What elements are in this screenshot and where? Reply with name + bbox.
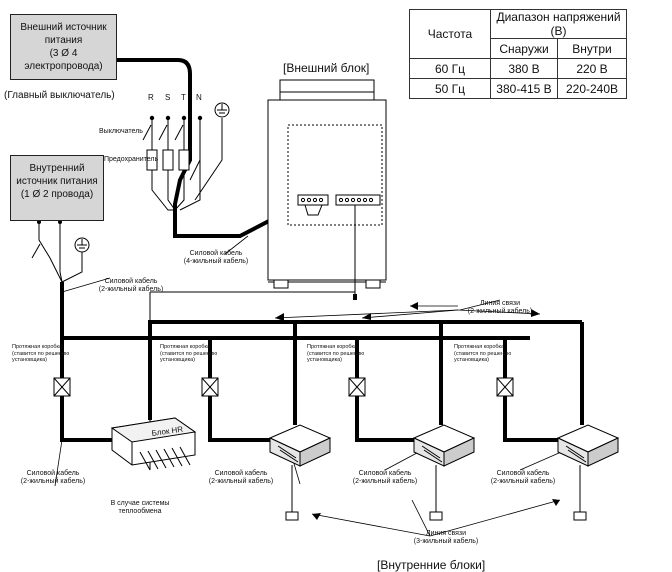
pc2-4-line2: (2-жильный кабель) (490, 478, 556, 485)
jb3-line1: Протяжная коробка (307, 344, 358, 350)
pc2-2-line2: (2-жильный кабель) (208, 478, 274, 485)
table-row: 50 Гц 380-415 В 220-240В (409, 78, 627, 99)
outdoor-terminal-dots (149, 115, 203, 121)
row-60hz-out: 380 В (490, 58, 558, 79)
outdoor-power-line3: (3 Ø 4 электропровода) (24, 48, 103, 72)
jb1-line1: Протяжная коробка (12, 344, 63, 350)
pc2-1-line2: (2-жильный кабель) (20, 478, 86, 485)
jb3-line2: (ставится по решению (307, 350, 365, 357)
indoor-power-line2: источник питания (16, 176, 98, 187)
indoor-unit-3 (556, 424, 620, 521)
heat-exchange-note: В случае системы теплообмена (100, 500, 180, 516)
terminal-t: T (181, 93, 186, 102)
jb1-line3: установщика) (12, 357, 47, 363)
jb3-line3: установщика) (307, 357, 342, 363)
indoor-power-line1: Внутренний (29, 163, 85, 174)
row-60hz-in: 220 В (557, 58, 627, 79)
outdoor-fuses (146, 149, 190, 171)
jb4-line2: (ставится по решению (454, 350, 512, 357)
junction-boxes (53, 377, 514, 397)
indoor-unit-1 (268, 424, 332, 521)
fuse-label: Предохранитель (104, 156, 159, 163)
power-cable-4-line1: Силовой кабель (189, 250, 243, 257)
junction-box-label-2: Протяжная коробка (ставится по решению у… (160, 344, 217, 364)
junction-box-label-4: Протяжная коробка (ставится по решению у… (454, 344, 511, 364)
power-cable-2-label-1: Силовой кабель (2-жильный кабель) (12, 470, 94, 486)
switch-label: Выключатель (99, 128, 143, 135)
jb2-line2: (ставится по решению (160, 350, 218, 357)
outdoor-power-feed (116, 58, 314, 238)
indoor-unit-2 (412, 424, 476, 521)
power-cable-2-main-label: Силовой кабель (2-жильный кабель) (90, 278, 172, 294)
comm-line-top-line2: (2-жильный кабель) (467, 308, 533, 315)
indoor-power-feed (31, 222, 83, 283)
power-cable-4-line2: (4-жильный кабель) (183, 258, 249, 265)
heat-exchange-line2: теплообмена (118, 508, 162, 515)
heat-exchange-line1: В случае системы (110, 500, 170, 507)
comm-line-bottom-line1: Линия связи (425, 530, 467, 537)
indoor-power-line3: (1 Ø 2 провода) (20, 189, 94, 200)
jb4-line3: установщика) (454, 357, 489, 363)
outdoor-unit-label: [Внешний блок] (283, 61, 370, 75)
frequency-header: Частота (409, 9, 491, 59)
power-cable-2-label-4: Силовой кабель (2-жильный кабель) (482, 470, 564, 486)
table-row: 60 Гц 380 В 220 В (409, 58, 627, 79)
row-50hz-in: 220-240В (557, 78, 627, 99)
terminal-n: N (196, 93, 202, 102)
jb4-line1: Протяжная коробка (454, 344, 505, 350)
jb2-line3: установщика) (160, 357, 195, 363)
terminal-s: S (165, 93, 170, 102)
pc2-3-line2: (2-жильный кабель) (352, 478, 418, 485)
pc2-1-line1: Силовой кабель (26, 470, 80, 477)
outdoor-unit-icon (267, 79, 387, 294)
outdoor-power-source-box: Внешний источник питания (3 Ø 4 электроп… (10, 14, 117, 80)
ground-icon (214, 102, 230, 118)
power-cable-2-main-line2: (2-жильный кабель) (98, 286, 164, 293)
hr-unit-text: Блок HR (151, 425, 184, 438)
inside-header: Внутри (557, 38, 627, 59)
arrow-heads (275, 302, 560, 520)
indoor-terminal-dots (37, 220, 62, 224)
junction-box-label-3: Протяжная коробка (ставится по решению у… (307, 344, 364, 364)
outside-header: Снаружи (490, 38, 558, 59)
comm-line-bottom-line2: (3-жильный кабель) (413, 538, 479, 545)
outdoor-power-line2: питания (44, 35, 83, 46)
power-cable-2-label-3: Силовой кабель (2-жильный кабель) (344, 470, 426, 486)
hr-unit-label: Блок HR (151, 425, 184, 438)
voltage-table: Частота Диапазон напряжений (В) Снаружи … (409, 9, 627, 99)
main-switch-label: (Главный выключатель) (4, 90, 115, 101)
jb1-line2: (ставится по решению (12, 350, 70, 357)
power-cable-4-label: Силовой кабель (4-жильный кабель) (176, 250, 256, 266)
row-50hz-freq: 50 Гц (409, 78, 491, 99)
power-cable-2-label-2: Силовой кабель (2-жильный кабель) (200, 470, 282, 486)
hr-unit-icon (110, 417, 197, 471)
indoor-units-label: [Внутренние блоки] (377, 558, 486, 572)
junction-box-label-1: Протяжная коробка (ставится по решению у… (12, 344, 69, 364)
row-60hz-freq: 60 Гц (409, 58, 491, 79)
pointer-lines (54, 235, 576, 537)
comm-line-bottom-label: Линия связи (3-жильный кабель) (404, 530, 488, 546)
comm-line-top-line1: Линия связи (479, 300, 521, 307)
indoor-power-source-box: Внутренний источник питания (1 Ø 2 прово… (10, 155, 104, 221)
jb2-line1: Протяжная коробка (160, 344, 211, 350)
terminal-r: R (148, 93, 154, 102)
voltage-range-header: Диапазон напряжений (В) (490, 9, 627, 39)
power-cable-2-main-line1: Силовой кабель (104, 278, 158, 285)
pc2-4-line1: Силовой кабель (496, 470, 550, 477)
pc2-3-line1: Силовой кабель (358, 470, 412, 477)
comm-line-top-label: Линия связи (2-жильный кабель) (460, 300, 540, 316)
pc2-2-line1: Силовой кабель (214, 470, 268, 477)
indoor-ground-icon (74, 237, 90, 253)
outdoor-power-line1: Внешний источник (20, 22, 107, 33)
row-50hz-out: 380-415 В (490, 78, 558, 99)
